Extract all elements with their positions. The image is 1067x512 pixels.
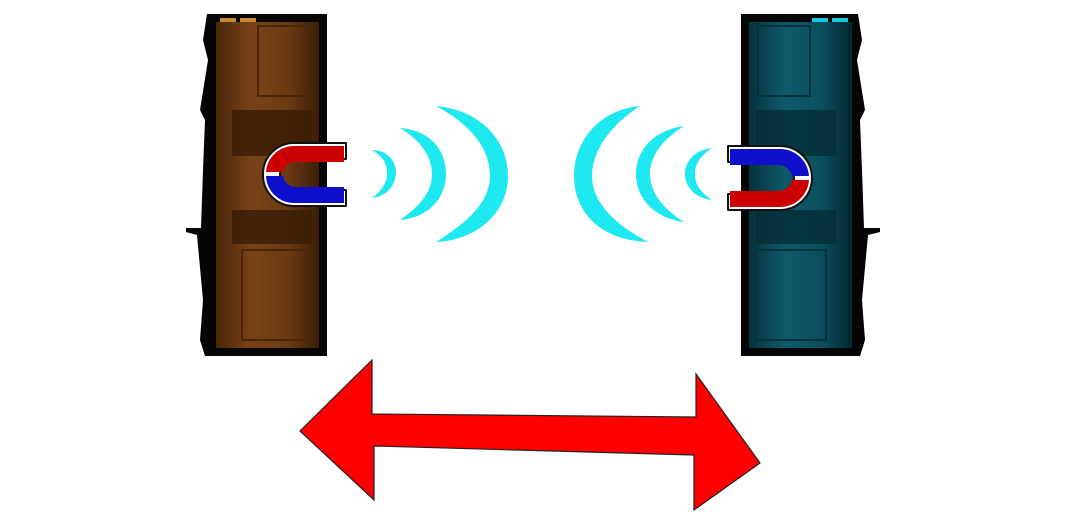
left-magnet-north	[266, 145, 344, 172]
right-magnet-icon	[727, 145, 813, 211]
right-magnetic-waves	[574, 106, 712, 242]
right-magnet-north	[730, 180, 809, 208]
left-car-trunk	[241, 249, 313, 341]
left-car	[186, 14, 327, 356]
right-wave-large	[574, 106, 648, 242]
double-headed-arrow-icon	[299, 358, 761, 512]
right-magnet-south	[730, 148, 809, 176]
right-car-headlight-1	[812, 18, 828, 22]
left-car-hood	[257, 25, 311, 97]
right-car-trunk	[755, 249, 827, 341]
left-wave-small	[372, 150, 396, 198]
right-wave-small	[685, 148, 712, 200]
right-car-hood	[757, 25, 811, 97]
right-car-rear-glass	[756, 210, 836, 244]
left-magnet-south	[266, 176, 344, 203]
right-wave-medium	[636, 126, 684, 222]
left-wave-large	[436, 106, 508, 242]
left-car-rear-glass	[232, 210, 312, 244]
left-car-headlight-1	[220, 18, 236, 22]
left-wave-medium	[400, 128, 446, 220]
left-magnet-icon	[261, 142, 347, 207]
right-car-headlight-2	[832, 18, 848, 22]
left-car-headlight-2	[240, 18, 256, 22]
left-magnetic-waves	[372, 106, 508, 242]
